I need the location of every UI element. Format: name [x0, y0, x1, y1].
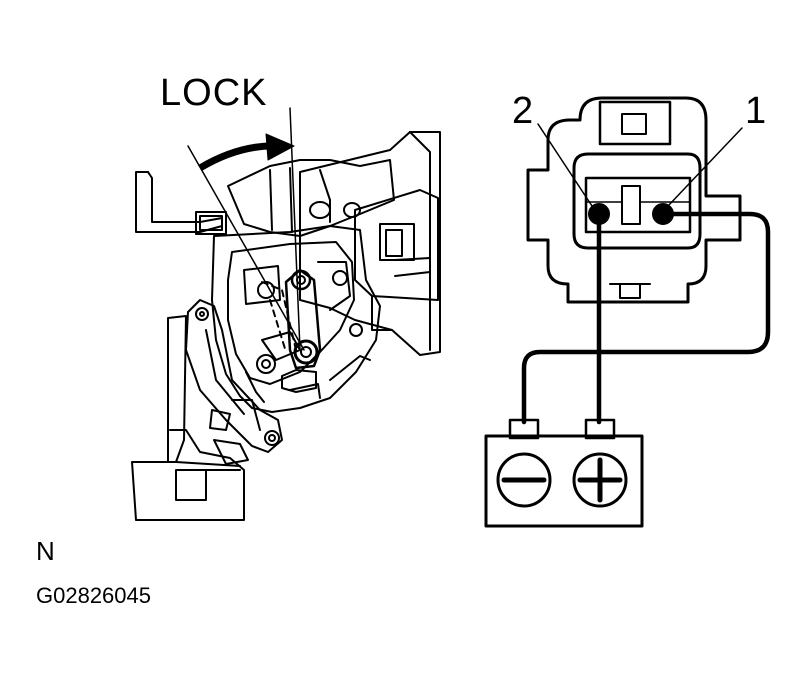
pin-1-leader [667, 127, 743, 207]
pin-1-label: 1 [745, 90, 767, 132]
curved-arrow-icon [198, 133, 295, 172]
lock-label: LOCK [160, 72, 268, 114]
minus-terminal-icon [496, 452, 552, 508]
door-lock-mechanism [131, 107, 441, 521]
pin-2-label: 2 [512, 90, 534, 132]
view-marker-label: N [36, 536, 55, 566]
battery [484, 418, 644, 528]
test-wires [521, 211, 771, 425]
figure-code-label: G02826045 [36, 583, 151, 608]
plus-terminal-icon [572, 452, 628, 508]
pin-2-leader [537, 123, 593, 207]
connector-housing [526, 96, 742, 304]
